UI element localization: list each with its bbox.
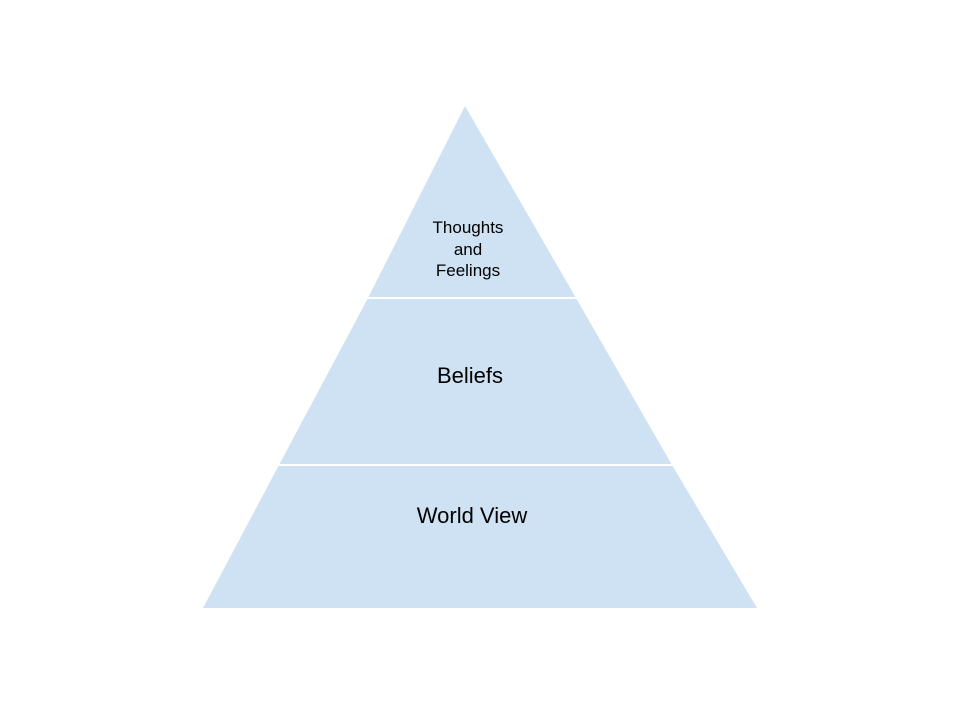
pyramid-tier-top: [368, 106, 576, 298]
tier-label-thoughts-and-feelings: Thoughts and Feelings: [432, 218, 504, 280]
pyramid-tier-bottom: [203, 465, 757, 608]
tier-label-beliefs: Beliefs: [436, 363, 504, 388]
pyramid-tier-middle: [279, 298, 672, 465]
tier-label-world-view: World View: [416, 503, 528, 528]
